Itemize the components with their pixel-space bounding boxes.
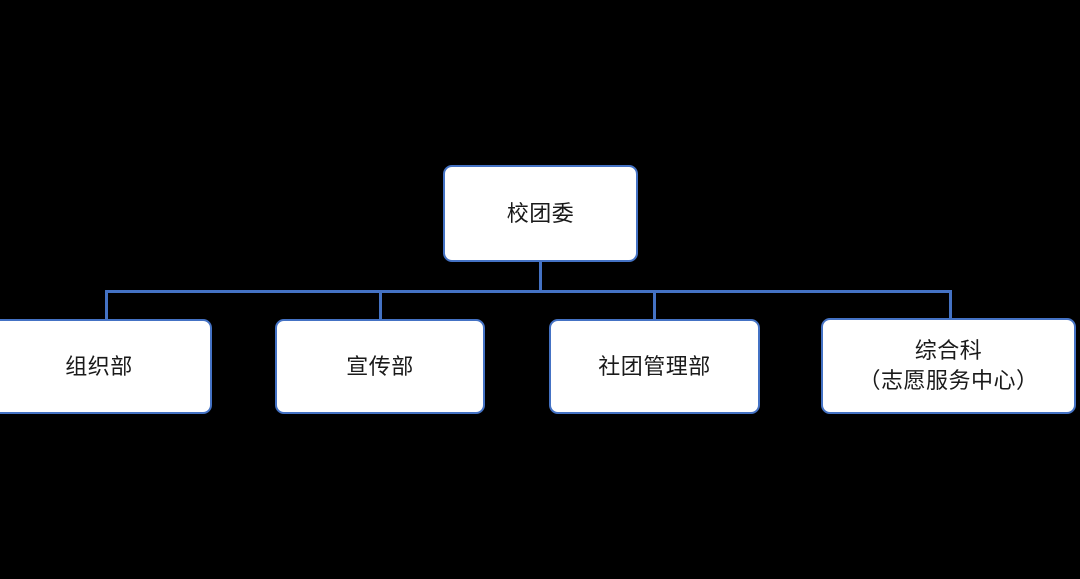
connector-horizontal-bus	[105, 290, 952, 293]
org-node-organization-label: 组织部	[65, 353, 133, 379]
org-node-organization-label-stack: 组织部	[0, 352, 210, 382]
org-node-organization[interactable]: 组织部	[0, 319, 212, 414]
connector-drop-propaganda	[379, 290, 382, 321]
org-node-club-management-label-stack: 社团管理部	[551, 352, 758, 382]
org-node-propaganda-label: 宣传部	[346, 353, 414, 379]
org-node-general-affairs-label-stack: 综合科 （志愿服务中心）	[823, 336, 1074, 395]
org-node-root-label-stack: 校团委	[445, 199, 636, 229]
org-node-general-affairs-label-primary: 综合科	[914, 338, 983, 364]
connector-root-stem	[539, 262, 542, 293]
connector-drop-organization	[105, 290, 108, 321]
org-node-propaganda[interactable]: 宣传部	[275, 319, 485, 414]
org-node-club-management-label: 社团管理部	[598, 353, 711, 379]
org-node-club-management[interactable]: 社团管理部	[549, 319, 760, 414]
org-node-root[interactable]: 校团委	[443, 165, 638, 262]
org-node-general-affairs-label-secondary: （志愿服务中心）	[858, 368, 1039, 393]
org-node-root-label: 校团委	[506, 200, 575, 226]
connector-drop-general-affairs	[949, 290, 952, 321]
connector-drop-club-management	[653, 290, 656, 321]
org-node-general-affairs[interactable]: 综合科 （志愿服务中心）	[821, 318, 1076, 414]
org-node-propaganda-label-stack: 宣传部	[277, 352, 483, 382]
